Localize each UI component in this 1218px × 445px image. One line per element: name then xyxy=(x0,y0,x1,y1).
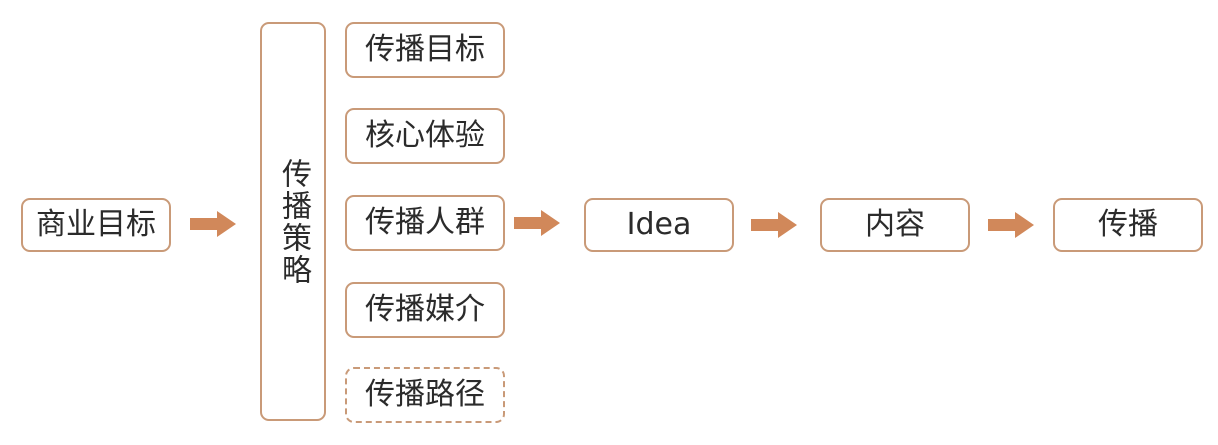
arrow-right-icon xyxy=(988,212,1034,238)
strategy-item-path: 传播路径 xyxy=(345,367,505,423)
node-business-goal: 商业目标 xyxy=(21,198,171,252)
node-spread: 传播 xyxy=(1053,198,1203,252)
node-content: 内容 xyxy=(820,198,970,252)
arrow-right-icon xyxy=(514,210,560,236)
strategy-item-goal: 传播目标 xyxy=(345,22,505,78)
strategy-item-audience: 传播人群 xyxy=(345,195,505,251)
node-strategy: 传播策略 xyxy=(260,22,326,421)
node-strategy-label: 传播策略 xyxy=(276,157,311,286)
strategy-item-core-experience: 核心体验 xyxy=(345,108,505,164)
arrow-right-icon xyxy=(190,211,236,237)
node-idea: Idea xyxy=(584,198,734,252)
strategy-item-media: 传播媒介 xyxy=(345,282,505,338)
arrow-right-icon xyxy=(751,212,797,238)
